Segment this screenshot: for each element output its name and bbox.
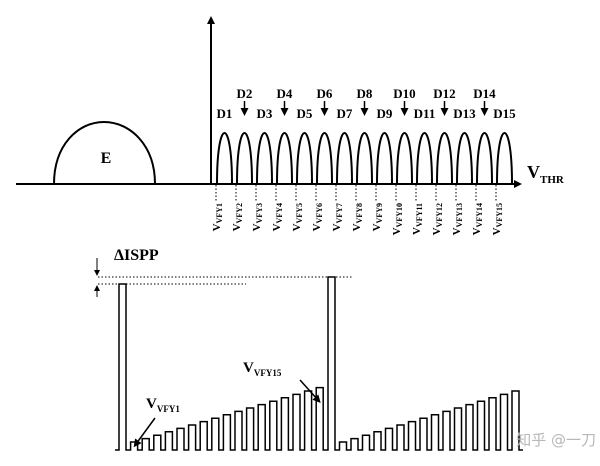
- verify-label-vfy9: VVFY9: [371, 203, 384, 231]
- state-label-d4: D4: [277, 86, 293, 101]
- state-distribution-d15: [496, 132, 513, 185]
- state-distribution-d14: [476, 132, 493, 185]
- state-label-d6: D6: [317, 86, 333, 101]
- state-label-d9: D9: [377, 106, 393, 121]
- callout-line-vfy1: [133, 417, 156, 448]
- verify-label-vfy5: VVFY5: [291, 203, 304, 231]
- pulse-waveform: [115, 276, 523, 451]
- verify-label-vfy7: VVFY7: [331, 203, 344, 231]
- state-distribution-d3: [256, 132, 273, 185]
- state-label-d7: D7: [337, 106, 353, 121]
- state-distribution-d7: [336, 132, 353, 185]
- state-distribution-d10: [396, 132, 413, 185]
- watermark: 知乎 @一刀: [516, 431, 596, 449]
- state-distribution-d2: [236, 132, 253, 185]
- state-distribution-d8: [356, 132, 373, 185]
- state-label-d8: D8: [357, 86, 373, 101]
- erase-label: E: [101, 150, 112, 167]
- step-size-arrow-up: [94, 285, 100, 291]
- erase-distribution: [53, 120, 156, 185]
- verify-label-vfy12: VVFY12: [431, 203, 444, 235]
- program-state-distributions: [216, 132, 513, 185]
- delta-ispp-label: ΔISPP: [114, 247, 159, 264]
- state-label-d14: D14: [473, 86, 496, 101]
- callout-vfy15-label: VVFY15: [243, 360, 282, 378]
- state-distribution-d12: [436, 132, 453, 185]
- state-label-d12: D12: [433, 86, 455, 101]
- verify-label-vfy6: VVFY6: [311, 203, 324, 231]
- step-size-arrow-down: [94, 270, 100, 276]
- state-label-d1: D1: [217, 106, 233, 121]
- state-label-d15: D15: [493, 106, 516, 121]
- verify-label-vfy3: VVFY3: [251, 203, 264, 231]
- verify-label-vfy10: VVFY10: [391, 203, 404, 235]
- verify-label-vfy4: VVFY4: [271, 203, 284, 231]
- state-distribution-d6: [316, 132, 333, 185]
- callout-line-vfy15: [299, 379, 321, 403]
- state-label-d3: D3: [257, 106, 273, 121]
- state-distribution-d9: [376, 132, 393, 185]
- vthr-axis-label: VTHR: [527, 162, 565, 186]
- verify-label-vfy13: VVFY13: [451, 203, 464, 235]
- state-label-d2: D2: [237, 86, 253, 101]
- verify-level-labels: VVFY1 VVFY2 VVFY3 VVFY4 VVFY5 VVFY6 VVFY7 VVFY8…: [211, 203, 504, 235]
- state-distribution-d11: [416, 132, 433, 185]
- verify-label-vfy14: VVFY14: [471, 203, 484, 235]
- state-distribution-d13: [456, 132, 473, 185]
- state-label-d13: D13: [453, 106, 476, 121]
- state-label-d11: D11: [414, 106, 436, 121]
- state-label-d10: D10: [393, 86, 415, 101]
- ispp-pulse-train: ΔISPP VVFY1 VVFY15: [94, 247, 523, 451]
- state-distribution-d4: [276, 132, 293, 185]
- verify-label-vfy1: VVFY1: [211, 203, 224, 231]
- verify-level-markers: [215, 185, 497, 201]
- state-label-d5: D5: [297, 106, 313, 121]
- verify-label-vfy2: VVFY2: [231, 203, 244, 231]
- verify-label-vfy15: VVFY15: [491, 203, 504, 235]
- state-distribution-d1: [216, 132, 233, 185]
- state-distribution-d5: [296, 132, 313, 185]
- verify-label-vfy8: VVFY8: [351, 203, 364, 231]
- verify-label-vfy11: VVFY11: [411, 203, 424, 235]
- callout-vfy1-label: VVFY1: [146, 396, 180, 414]
